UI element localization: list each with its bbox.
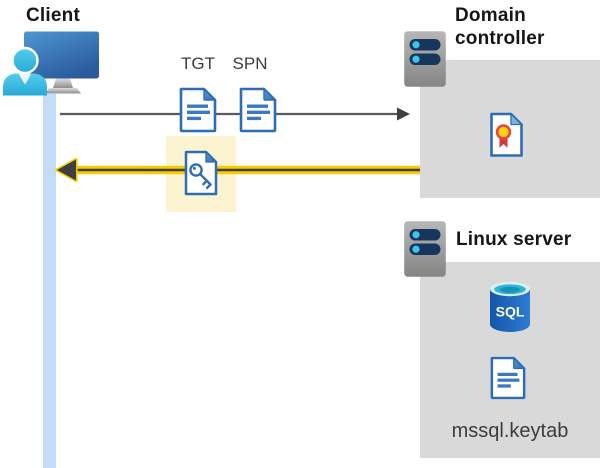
tgt-label: TGT [181, 54, 215, 73]
key-ticket-document-icon [184, 150, 218, 196]
request-arrow [60, 107, 410, 121]
tgt-ticket-document-icon [178, 87, 218, 133]
sql-badge-text: SQL [496, 304, 525, 320]
client-lifeline [43, 94, 56, 468]
client-workstation-icon [3, 31, 99, 96]
certificate-icon [490, 112, 524, 157]
spn-label: SPN [232, 54, 268, 73]
user-icon [3, 46, 47, 96]
sql-database-icon: SQL [490, 281, 530, 332]
linux-server-icon [403, 220, 447, 278]
monitor-icon [24, 31, 99, 79]
domain-controller-label: Domain controller [455, 5, 545, 50]
linux-server-label: Linux server [456, 229, 572, 250]
response-arrow-highlighted [55, 157, 420, 183]
keytab-file-icon [489, 355, 527, 401]
client-label: Client [26, 5, 80, 26]
spn-ticket-document-icon [238, 87, 278, 133]
keytab-filename: mssql.keytab [451, 420, 569, 442]
domain-controller-server-icon [403, 30, 447, 88]
key-icon [189, 163, 212, 190]
